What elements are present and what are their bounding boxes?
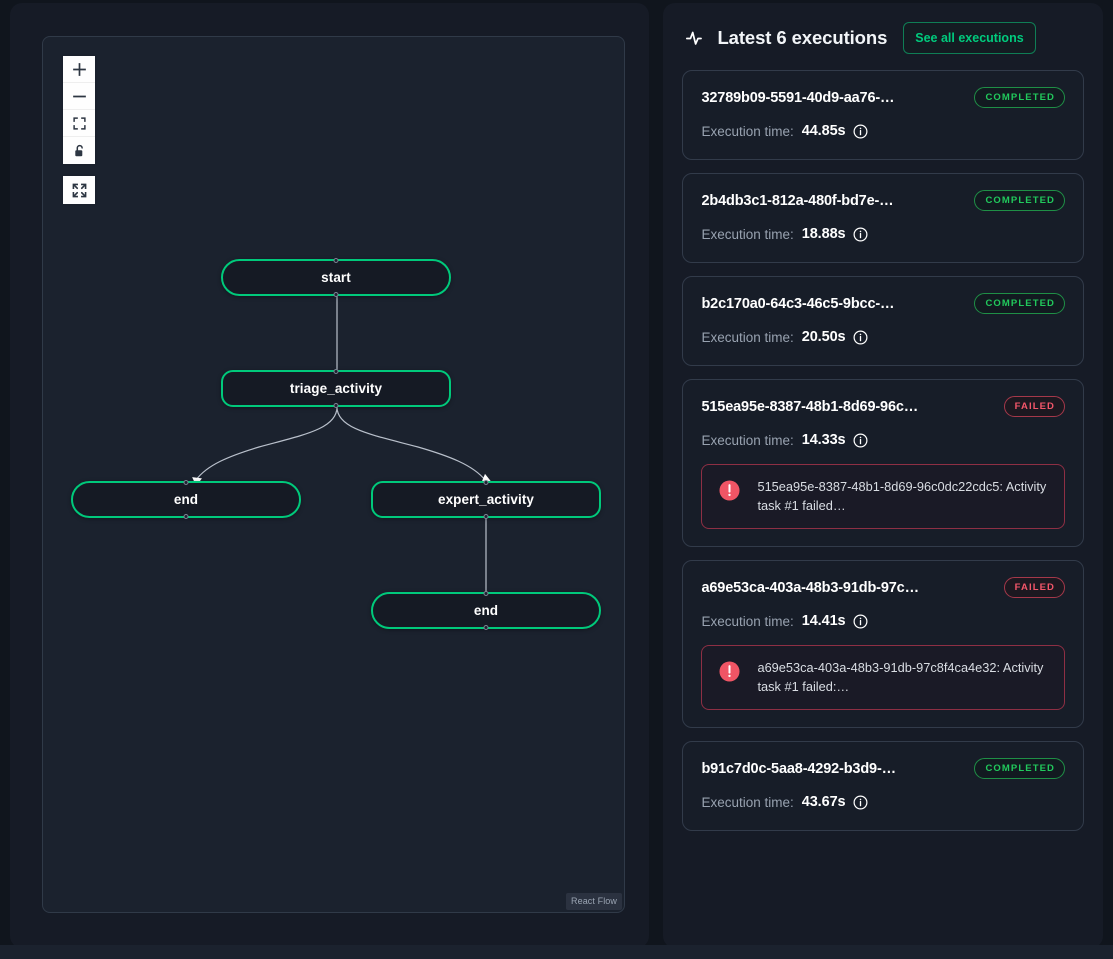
flow-node-label: end	[473, 603, 499, 618]
execution-id: b2c170a0-64c3-46c5-9bcc-…	[701, 295, 895, 312]
execution-time-row: Execution time: 14.41s	[701, 613, 1065, 629]
unlock-icon	[74, 144, 83, 156]
status-badge: COMPLETED	[974, 87, 1065, 108]
node-handle-top[interactable]	[183, 480, 189, 485]
workflow-graph-panel: start triage_activity end expert_activit…	[10, 3, 650, 948]
execution-id: 515ea95e-8387-48b1-8d69-96c…	[701, 398, 919, 415]
execution-card-header: 515ea95e-8387-48b1-8d69-96c… FAILED	[701, 396, 1065, 417]
node-handle-top[interactable]	[483, 591, 489, 596]
execution-card-header: a69e53ca-403a-48b3-91db-97c… FAILED	[701, 577, 1065, 599]
flow-node-label: expert_activity	[437, 492, 535, 507]
fullscreen-button[interactable]	[63, 176, 95, 204]
page-title: Latest 6 executions	[717, 27, 888, 48]
execution-time-label: Execution time:	[701, 226, 794, 242]
node-handle-top[interactable]	[333, 369, 339, 374]
execution-error-box: a69e53ca-403a-48b3-91db-97c8f4ca4e32: Ac…	[701, 645, 1065, 711]
executions-header: Latest 6 executions See all executions	[682, 19, 1084, 57]
lock-toggle-button[interactable]	[63, 137, 95, 164]
execution-card[interactable]: 32789b09-5591-40d9-aa76-… COMPLETED Exec…	[682, 70, 1084, 160]
fit-view-button[interactable]	[63, 110, 95, 137]
flow-node-label: triage_activity	[289, 381, 383, 396]
node-handle-top[interactable]	[333, 258, 339, 263]
execution-time-row: Execution time: 20.50s	[701, 329, 1065, 345]
info-icon[interactable]	[853, 124, 868, 139]
status-badge: COMPLETED	[974, 293, 1065, 314]
plus-icon	[72, 62, 86, 76]
execution-time-label: Execution time:	[701, 329, 794, 345]
execution-time-row: Execution time: 14.33s	[701, 432, 1065, 448]
execution-card[interactable]: b2c170a0-64c3-46c5-9bcc-… COMPLETED Exec…	[682, 276, 1084, 366]
execution-card[interactable]: a69e53ca-403a-48b3-91db-97c… FAILED Exec…	[682, 560, 1084, 729]
flow-node-expert-activity[interactable]: expert_activity	[371, 480, 601, 519]
execution-card-header: b91c7d0c-5aa8-4292-b3d9-… COMPLETED	[701, 758, 1065, 780]
info-icon[interactable]	[853, 614, 868, 629]
execution-time-row: Execution time: 44.85s	[701, 123, 1065, 139]
info-icon[interactable]	[853, 433, 868, 448]
execution-time-value: 44.85s	[801, 123, 846, 139]
node-handle-bottom[interactable]	[333, 292, 339, 297]
execution-id: b91c7d0c-5aa8-4292-b3d9-…	[701, 760, 896, 777]
info-icon[interactable]	[853, 227, 868, 242]
execution-error-message: 515ea95e-8387-48b1-8d69-96c0dc22cdc5: Ac…	[757, 479, 1047, 513]
node-handle-bottom[interactable]	[483, 625, 489, 630]
execution-card-header: 2b4db3c1-812a-480f-bd7e-… COMPLETED	[701, 190, 1065, 211]
flow-node-start[interactable]: start	[221, 258, 451, 297]
node-handle-bottom[interactable]	[183, 514, 189, 519]
execution-time-value: 14.41s	[801, 613, 846, 630]
fullscreen-icon	[72, 183, 86, 197]
info-icon[interactable]	[853, 330, 868, 345]
zoom-out-button[interactable]	[63, 83, 95, 110]
status-badge: FAILED	[1003, 396, 1065, 417]
execution-time-value: 14.33s	[801, 432, 846, 448]
react-flow-canvas[interactable]: start triage_activity end expert_activit…	[42, 36, 625, 913]
activity-pulse-icon	[686, 31, 703, 45]
execution-card[interactable]: 2b4db3c1-812a-480f-bd7e-… COMPLETED Exec…	[682, 173, 1084, 263]
execution-id: 32789b09-5591-40d9-aa76-…	[701, 89, 895, 106]
execution-time-row: Execution time: 43.67s	[701, 794, 1065, 810]
flow-node-end-left[interactable]: end	[71, 480, 301, 519]
execution-time-label: Execution time:	[701, 794, 794, 810]
execution-id: 2b4db3c1-812a-480f-bd7e-…	[701, 192, 894, 209]
execution-card[interactable]: 515ea95e-8387-48b1-8d69-96c… FAILED Exec…	[682, 379, 1084, 548]
info-icon[interactable]	[853, 795, 868, 810]
see-all-executions-button[interactable]: See all executions	[903, 22, 1036, 54]
zoom-in-button[interactable]	[63, 56, 95, 83]
execution-time-label: Execution time:	[701, 432, 794, 448]
execution-card-header: 32789b09-5591-40d9-aa76-… COMPLETED	[701, 87, 1065, 108]
flow-node-end-right[interactable]: end	[371, 591, 601, 630]
error-alert-icon	[719, 661, 740, 682]
executions-list: 32789b09-5591-40d9-aa76-… COMPLETED Exec…	[682, 70, 1084, 832]
flow-controls	[63, 56, 95, 164]
node-handle-bottom[interactable]	[333, 403, 339, 408]
status-badge: COMPLETED	[974, 190, 1065, 211]
execution-card[interactable]: b91c7d0c-5aa8-4292-b3d9-… COMPLETED Exec…	[682, 741, 1084, 832]
error-alert-icon	[719, 480, 740, 501]
node-handle-top[interactable]	[483, 480, 489, 485]
react-flow-attribution[interactable]: React Flow	[565, 893, 622, 910]
minus-icon	[72, 95, 86, 97]
execution-time-row: Execution time: 18.88s	[701, 226, 1065, 242]
flow-nodes: start triage_activity end expert_activit…	[43, 37, 624, 912]
execution-time-label: Execution time:	[701, 613, 794, 629]
execution-error-box: 515ea95e-8387-48b1-8d69-96c0dc22cdc5: Ac…	[701, 464, 1065, 530]
fit-view-icon	[72, 116, 86, 130]
page-bottom-strip	[0, 945, 1113, 959]
flow-node-label: end	[173, 492, 199, 507]
executions-panel: Latest 6 executions See all executions 3…	[663, 3, 1103, 948]
execution-id: a69e53ca-403a-48b3-91db-97c…	[701, 579, 919, 596]
status-badge: FAILED	[1003, 577, 1065, 599]
flow-node-triage-activity[interactable]: triage_activity	[221, 369, 451, 408]
status-badge: COMPLETED	[974, 758, 1065, 780]
execution-card-header: b2c170a0-64c3-46c5-9bcc-… COMPLETED	[701, 293, 1065, 314]
flow-node-label: start	[321, 270, 351, 285]
execution-time-value: 43.67s	[801, 794, 846, 811]
execution-time-label: Execution time:	[701, 123, 794, 139]
execution-time-value: 20.50s	[801, 329, 846, 345]
node-handle-bottom[interactable]	[483, 514, 489, 519]
execution-error-message: a69e53ca-403a-48b3-91db-97c8f4ca4e32: Ac…	[757, 660, 1044, 694]
execution-time-value: 18.88s	[801, 226, 846, 242]
